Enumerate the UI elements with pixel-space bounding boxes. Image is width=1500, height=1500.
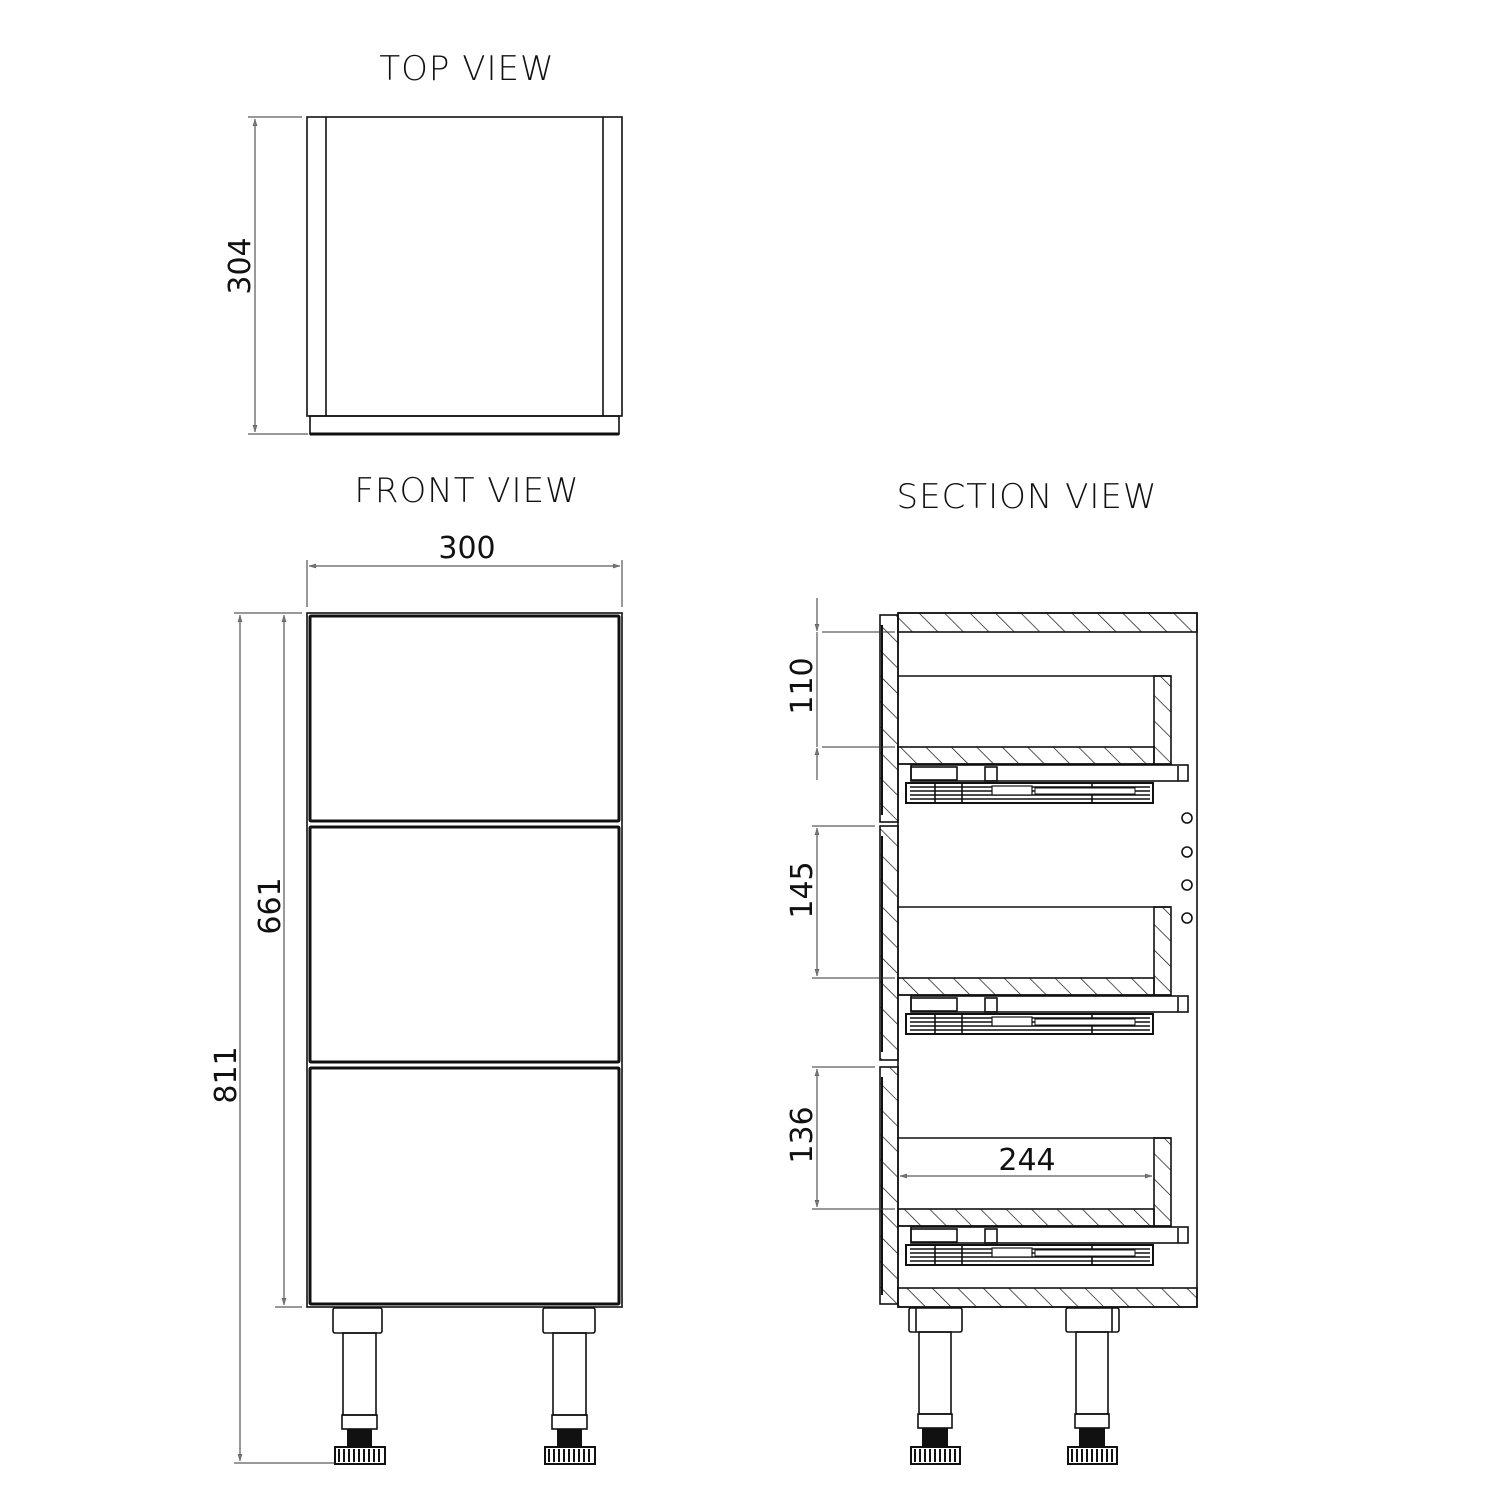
drawer-3-height-label: 136 [785, 1106, 820, 1163]
front-view: FRONT VIEW 300 661 811 [209, 471, 623, 1465]
section-drawer-front-3 [879, 1066, 899, 1305]
drawer-1-height-label: 110 [785, 657, 820, 714]
section-view-title: SECTION VIEW [897, 477, 1158, 517]
drawer-box-1 [897, 675, 1172, 765]
front-view-carcass [306, 612, 623, 1308]
section-drawer-front-1 [879, 614, 899, 823]
drawer-front-2 [308, 825, 621, 1064]
body-height-label: 661 [253, 877, 288, 934]
shelf-pin-holes [1181, 812, 1193, 924]
top-view-title: TOP VIEW [379, 49, 554, 89]
leg-section-right [1065, 1307, 1120, 1465]
drawer-front-3 [308, 1066, 621, 1306]
dimension-body-height: 661 [234, 612, 302, 1308]
depth-label: 304 [223, 237, 258, 294]
drawer-2-height-label: 145 [785, 861, 820, 918]
top-panel [897, 612, 1198, 633]
bottom-panel [897, 1287, 1198, 1308]
dimension-drawer-3-height: 136 [785, 1066, 895, 1210]
section-drawer-front-2 [879, 825, 899, 1061]
section-carcass [897, 612, 1198, 1308]
drawer-front-1 [308, 614, 621, 823]
section-view: SECTION VIEW [785, 477, 1198, 1465]
drawer-box-2 [897, 906, 1172, 996]
top-view: TOP VIEW 304 [223, 49, 623, 436]
drawer-runner-3 [905, 1226, 1189, 1266]
drawer-box-3 [897, 1137, 1172, 1227]
leg-front-right [542, 1307, 596, 1465]
top-view-door-front [309, 415, 620, 435]
dimension-drawer-2-height: 145 [785, 825, 895, 979]
inner-depth-label: 244 [998, 1143, 1055, 1178]
leg-section-left [908, 1307, 963, 1465]
front-view-title: FRONT VIEW [354, 471, 579, 511]
leg-front-left [332, 1307, 386, 1465]
drawer-runner-1 [905, 764, 1189, 804]
dimension-inner-depth: 244 [900, 1143, 1152, 1178]
dimension-depth: 304 [223, 116, 308, 435]
dimension-width: 300 [306, 531, 623, 607]
width-label: 300 [438, 531, 495, 566]
overall-height-label: 811 [209, 1046, 244, 1103]
top-view-carcass [306, 116, 623, 417]
drawer-runner-2 [905, 995, 1189, 1035]
dimension-drawer-1-height: 110 [785, 598, 895, 780]
dimension-overall-height: 811 [209, 615, 340, 1464]
